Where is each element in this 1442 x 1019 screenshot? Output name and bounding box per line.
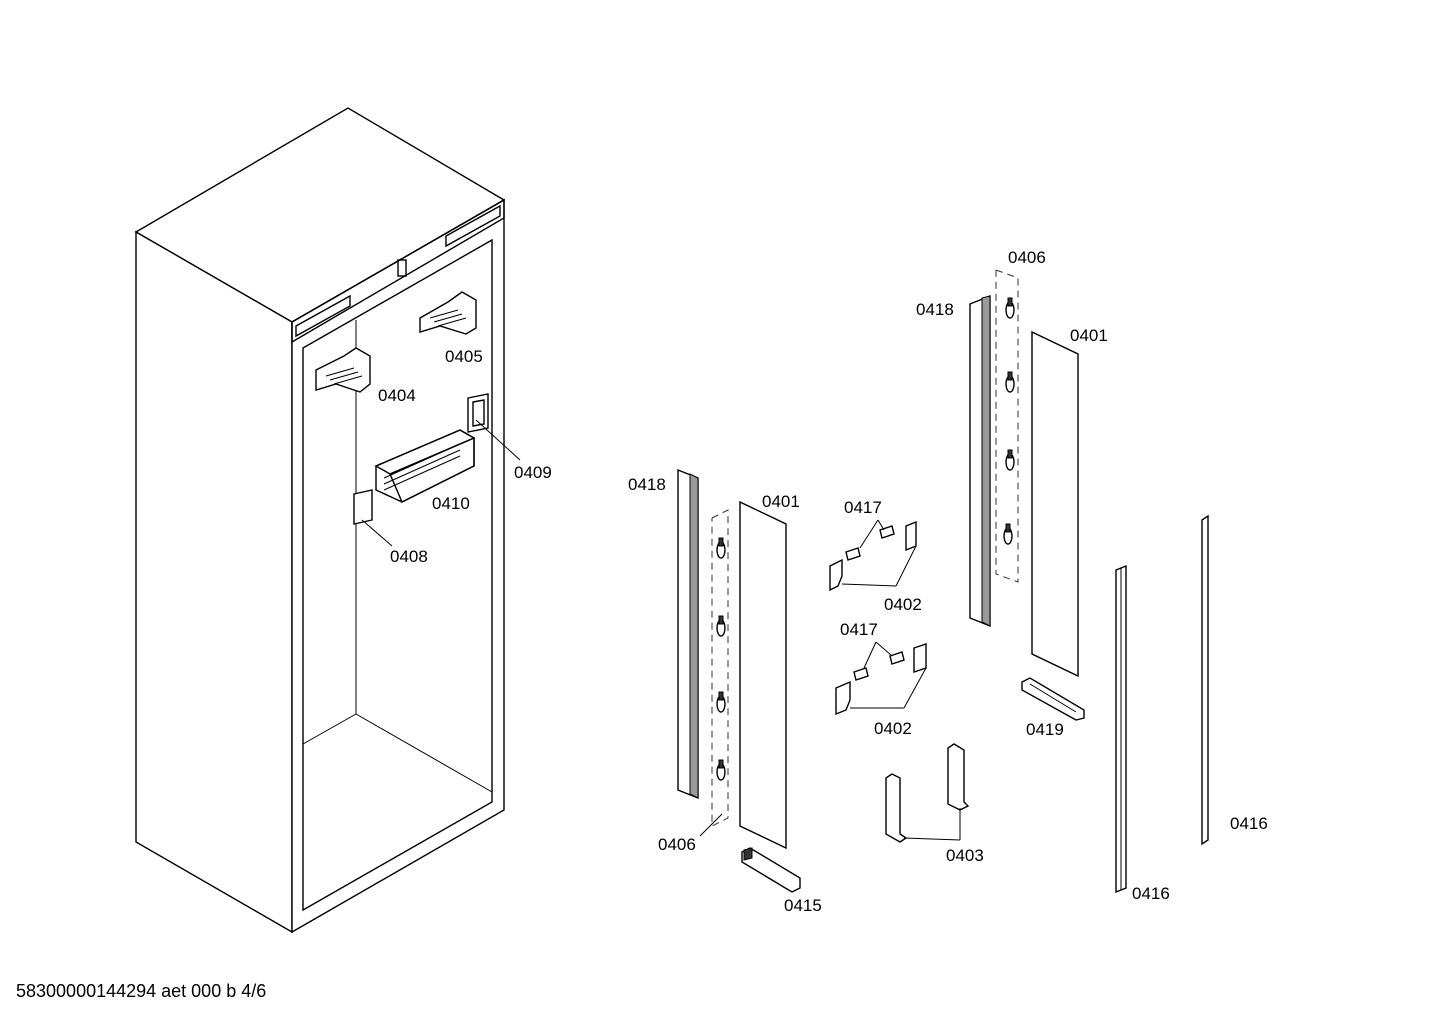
label-0416-left: 0416: [1132, 884, 1170, 903]
part-0402-top-brackets: [829, 519, 917, 592]
part-0416-left-seal: [1115, 564, 1127, 894]
part-0418-left-trim: [677, 468, 699, 800]
label-0406-left: 0406: [658, 835, 696, 854]
part-0419-slide: [1021, 677, 1085, 721]
label-0416-right: 0416: [1230, 814, 1268, 833]
part-0406-left-hinges: [711, 509, 729, 827]
label-0401-right: 0401: [1070, 326, 1108, 345]
part-0406-right-hinges: [995, 269, 1019, 583]
label-0409: 0409: [514, 463, 552, 482]
leader-0409: [475, 419, 521, 461]
label-0402-bottom: 0402: [874, 719, 912, 738]
part-0404-bracket: [315, 347, 371, 393]
refrigerator-cabinet: [134, 107, 506, 934]
label-0408: 0408: [390, 547, 428, 566]
label-0402-top: 0402: [884, 595, 922, 614]
label-0410: 0410: [432, 494, 470, 513]
part-0402-bottom-brackets: [835, 641, 927, 716]
label-0401-left: 0401: [762, 492, 800, 511]
part-0405-bracket: [419, 291, 477, 335]
part-0415-slide: [741, 847, 801, 893]
label-0405: 0405: [445, 347, 483, 366]
label-0406-right: 0406: [1008, 248, 1046, 267]
label-0417-bottom: 0417: [840, 620, 878, 639]
drawing-id-footer: 58300000144294 aet 000 b 4/6: [16, 981, 266, 1001]
label-0419: 0419: [1026, 720, 1064, 739]
label-0418-left: 0418: [628, 475, 666, 494]
part-0401-right-panel: [1031, 330, 1079, 678]
label-0417-top: 0417: [844, 498, 882, 517]
label-0404: 0404: [378, 386, 416, 405]
label-0418-right: 0418: [916, 300, 954, 319]
part-0408-plate: [353, 489, 373, 525]
part-0418-right-trim: [969, 294, 991, 628]
part-0401-left-panel: [739, 500, 787, 850]
part-0409-switch: [467, 393, 489, 433]
leader-0406-left: [699, 813, 723, 837]
part-0416-right-seal: [1201, 514, 1209, 846]
part-0410-lamp-housing: [374, 429, 476, 503]
part-0403-hangers: [885, 743, 970, 843]
label-0403: 0403: [946, 846, 984, 865]
leader-0408: [361, 519, 393, 547]
label-0415: 0415: [784, 896, 822, 915]
